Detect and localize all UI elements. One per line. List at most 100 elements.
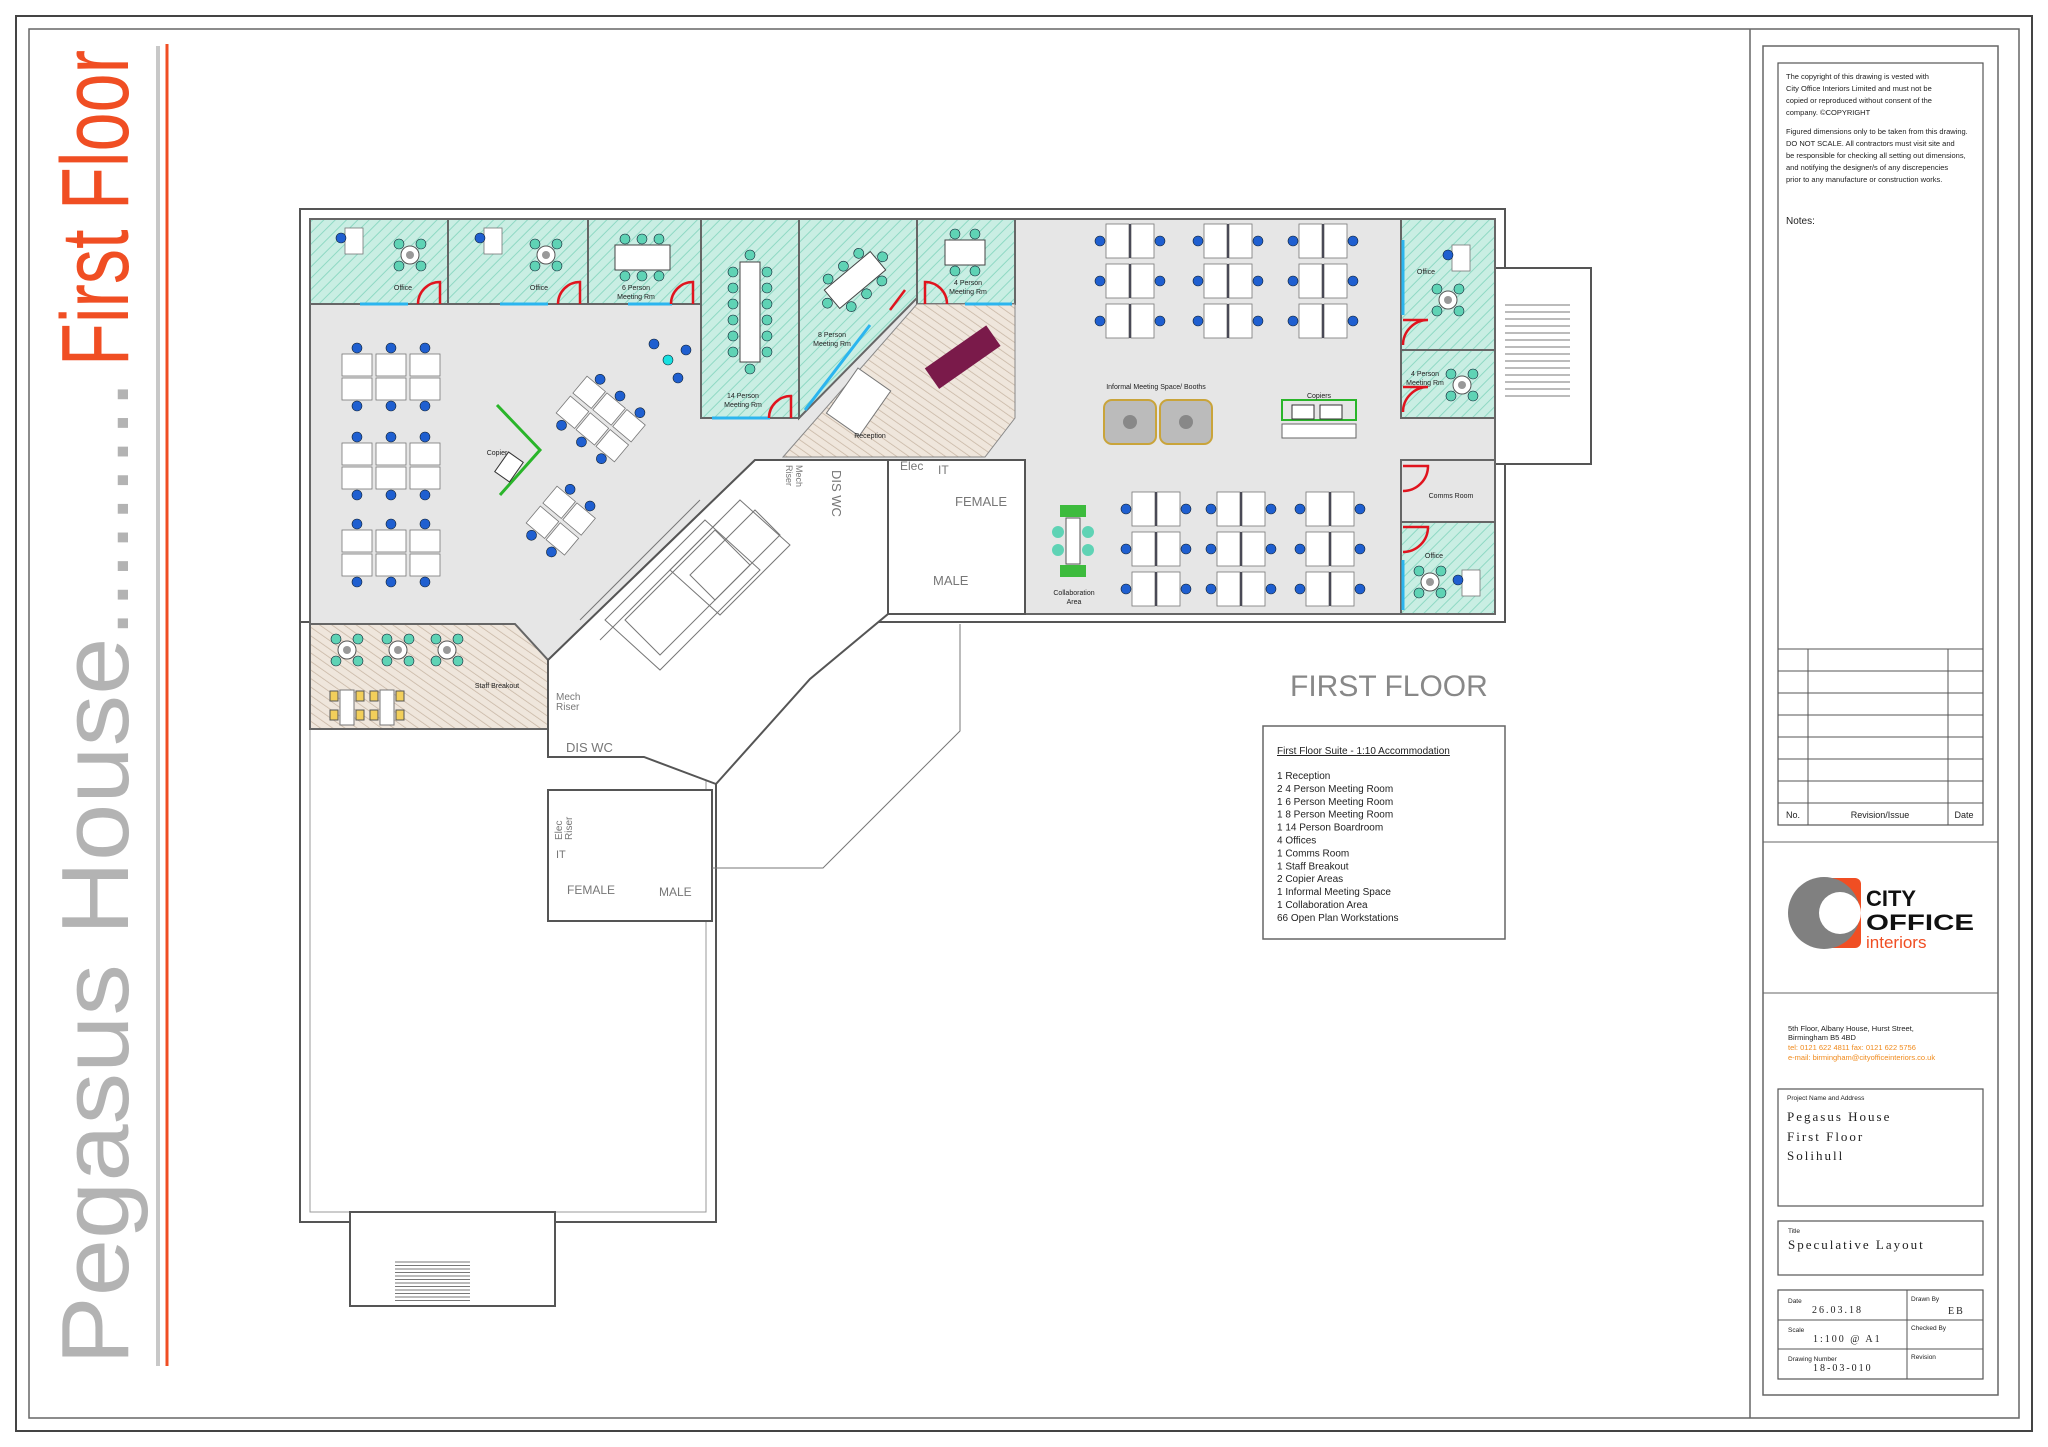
accommodation-item: 66 Open Plan Workstations [1277,913,1399,924]
chair [662,354,674,366]
desk [1156,571,1181,607]
desk [1305,491,1330,527]
chair [761,298,773,310]
chair [1354,503,1366,515]
workstation-pod [1094,263,1166,299]
chair [1205,503,1217,515]
label-4-person-1: 4 Person [954,280,982,287]
label-6-person-2: Meeting Rm [617,294,655,301]
desk [1330,491,1355,527]
desk [1298,263,1323,299]
drawing-number-label: Drawing Number [1788,1356,1838,1363]
desk [1323,263,1348,299]
label-male-2: MALE [659,885,692,899]
chair [452,633,464,645]
desk [409,353,441,377]
chair [653,233,665,245]
desk [409,442,441,466]
stair-south-treads [395,1261,470,1301]
label-staff-breakout: Staff Breakout [475,683,519,690]
notes-label: Notes: [1786,216,1815,227]
room-comms [1400,459,1496,523]
revision-label: Revision [1911,1354,1936,1361]
reception-desk [825,367,892,437]
meeting-table [614,233,671,282]
chair [1413,587,1425,599]
informal-booths [1103,399,1213,445]
chair [636,270,648,282]
chair [419,489,431,501]
chair [1205,583,1217,595]
label-8-person-1: 8 Person [818,332,846,339]
chair [1252,275,1264,287]
breakout-bench [369,689,405,726]
workstation-pod [1287,223,1359,259]
revision-header-date: Date [1954,810,1973,820]
title-block: The copyright of this drawing is vested … [1762,45,1999,1396]
chair [564,484,576,495]
desk [555,395,590,429]
copyright-line: copied or reproduced without consent of … [1786,96,1932,105]
label-collab-1: Collaboration [1053,590,1094,597]
workstation-pod [375,342,407,412]
accommodation-item: 1 Staff Breakout [1277,861,1349,872]
chair [351,489,363,501]
breakout-bench [329,689,365,726]
chair [1431,305,1443,317]
workstation-pod [409,342,441,412]
chair [861,288,872,300]
chair [877,251,888,263]
workstation-pod [1294,571,1366,607]
accommodation-item: 1 Collaboration Area [1277,900,1368,911]
chair [1265,543,1277,555]
chair [351,400,363,412]
chair [419,431,431,443]
chair [335,232,347,244]
chair [619,270,631,282]
accommodation-item: 1 Comms Room [1277,848,1349,859]
revision-header-revision: Revision/Issue [1851,810,1910,820]
chair [1287,315,1299,327]
chair [1442,249,1454,261]
chair [1205,543,1217,555]
chair [653,270,665,282]
label-collab-2: Area [1067,599,1082,606]
chair [1354,583,1366,595]
workstation-pod [1205,571,1277,607]
desk [344,227,364,255]
chair [403,655,415,667]
chair [761,266,773,278]
label-mech-riser-1b: Riser [784,465,794,486]
chair [419,342,431,354]
title-label: Title [1788,1228,1800,1235]
workstation-pod [409,518,441,588]
desk [1203,303,1228,339]
desk [595,428,630,463]
accommodation-item: 1 Reception [1277,771,1330,782]
toilet-block-core [887,459,1026,615]
svg-text:interiors: interiors [1866,933,1926,952]
sheet-title-accent: First Floor [42,50,149,366]
label-14-person-2: Meeting Rm [724,402,762,409]
label-8-person-2: Meeting Rm [813,341,851,348]
label-it-2: IT [556,849,566,861]
copyright-line: City Office Interiors Limited and must n… [1786,84,1932,93]
accommodation-item: 1 Informal Meeting Space [1277,887,1391,898]
desk [1330,571,1355,607]
chair [351,518,363,530]
workstation-pod [1094,223,1166,259]
chair [385,431,397,443]
disclaimer-line: Figured dimensions only to be taken from… [1786,127,1968,136]
desk [375,377,407,401]
workstation-pod [341,431,373,501]
chair [727,266,739,278]
chair [744,363,756,375]
chair [845,301,857,312]
label-elec-riser-1: Elec [900,459,923,473]
chair [584,500,596,512]
chair [419,400,431,412]
chair [1294,503,1306,515]
desk [1131,571,1156,607]
company-address-2: Birmingham B5 4BD [1788,1033,1857,1042]
